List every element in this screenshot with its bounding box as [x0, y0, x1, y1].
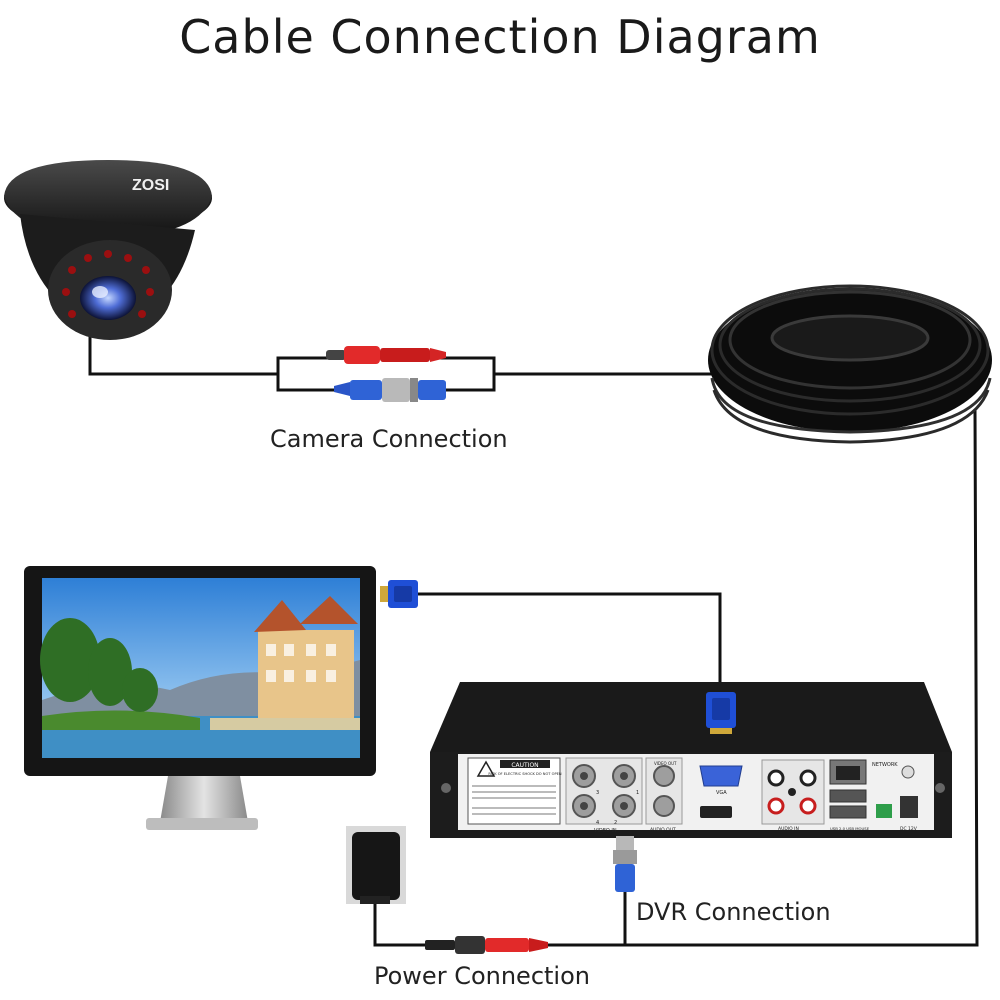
video-bnc-plug	[334, 378, 446, 402]
network-label: NETWORK	[872, 762, 898, 768]
caution-subtitle: RISK OF ELECTRIC SHOCK DO NOT OPEN	[488, 772, 562, 776]
monitor	[24, 566, 376, 830]
power-plug-top	[326, 346, 446, 364]
vga-label: VGA	[716, 790, 727, 796]
video-out-label: VIDEO OUT	[654, 761, 677, 766]
cable-spool	[708, 284, 992, 444]
audio-in-ports: AUDIO IN	[761, 759, 825, 832]
dvr-connection-caption: DVR Connection	[636, 898, 831, 926]
network-usb-power-ports: USB 2.0 USB MOUSE NETWORK DC 12V	[829, 759, 918, 832]
camera-wire	[88, 330, 278, 376]
dvr-recorder: CAUTION RISK OF ELECTRIC SHOCK DO NOT OP…	[430, 682, 952, 838]
power-adapter	[346, 826, 406, 904]
spool-down-wire	[623, 409, 979, 947]
vga-connector-monitor	[380, 580, 418, 608]
port-num-4: 4	[596, 820, 599, 826]
audio-out-label: AUDIO OUT	[650, 827, 676, 833]
power-plug-bottom	[425, 936, 548, 954]
dome-camera: ZOSI	[4, 160, 212, 340]
port-num-3: 3	[596, 790, 599, 796]
dvr-bnc-plug	[613, 836, 637, 892]
caution-title: CAUTION	[511, 762, 538, 769]
power-adapter-wire	[373, 895, 425, 947]
port-num-1: 1	[636, 790, 639, 796]
vga-connector-dvr	[706, 692, 736, 734]
dc-label: DC 12V	[900, 826, 918, 832]
vga-hdmi-ports: VGA	[699, 765, 743, 818]
camera-brand-label: ZOSI	[132, 177, 169, 194]
power-connection-caption: Power Connection	[374, 962, 590, 990]
video-in-ports: 3 1 4 2 VIDEO IN	[565, 757, 643, 834]
monitor-scene	[40, 596, 360, 758]
port-num-2: 2	[614, 820, 617, 826]
video-audio-out-ports: VIDEO OUT AUDIO OUT	[645, 757, 683, 833]
page-title: Cable Connection Diagram	[179, 10, 821, 64]
usb-label: USB 2.0 USB MOUSE	[830, 826, 870, 831]
video-in-label: VIDEO IN	[594, 828, 617, 834]
audio-in-label: AUDIO IN	[778, 826, 799, 832]
camera-connection-caption: Camera Connection	[270, 425, 508, 453]
caution-label: CAUTION RISK OF ELECTRIC SHOCK DO NOT OP…	[467, 757, 562, 825]
vga-wire	[418, 592, 722, 693]
